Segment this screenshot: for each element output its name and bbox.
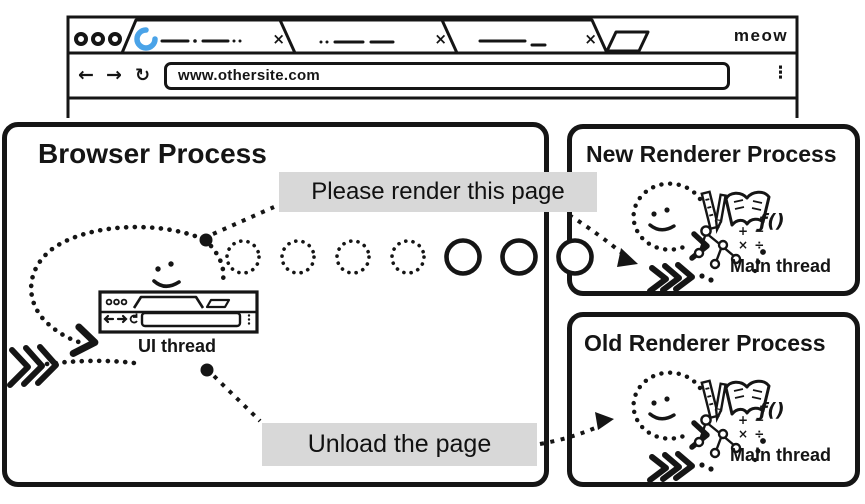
browser-process-title: Browser Process xyxy=(38,138,267,169)
tab-close-icon[interactable]: × xyxy=(434,30,447,48)
tab-2[interactable]: × xyxy=(295,18,457,53)
tab-close-icon[interactable]: × xyxy=(272,30,285,48)
ui-thread-label: UI thread xyxy=(138,336,217,356)
window-controls-icon[interactable] xyxy=(74,32,122,46)
math-symbols-icon: × ÷ xyxy=(738,427,766,441)
old-main-thread-label: Main thread xyxy=(730,445,832,465)
new-tab-button[interactable] xyxy=(605,30,650,53)
forward-icon[interactable]: → xyxy=(106,64,122,86)
tab-1[interactable]: × xyxy=(122,18,295,53)
tab-close-icon[interactable]: × xyxy=(584,30,597,48)
refresh-icon[interactable]: ↻ xyxy=(135,65,151,86)
address-bar-input[interactable]: www.othersite.com xyxy=(164,62,730,90)
math-symbols-icon: × ÷ xyxy=(738,238,766,252)
render-message-label: Please render this page xyxy=(279,172,597,212)
unload-message-label: Unload the page xyxy=(262,423,537,466)
tab-3[interactable]: × xyxy=(457,18,607,53)
new-renderer-title: New Renderer Process xyxy=(586,141,837,167)
function-icon: ƒ() xyxy=(759,399,785,421)
back-icon[interactable]: ← xyxy=(78,64,94,86)
brand-wordmark: meow xyxy=(733,26,789,45)
function-icon: ƒ() xyxy=(759,210,785,232)
menu-icon[interactable]: ⋮ xyxy=(772,63,789,83)
new-main-thread-label: Main thread xyxy=(730,256,832,276)
old-renderer-title: Old Renderer Process xyxy=(584,330,826,356)
